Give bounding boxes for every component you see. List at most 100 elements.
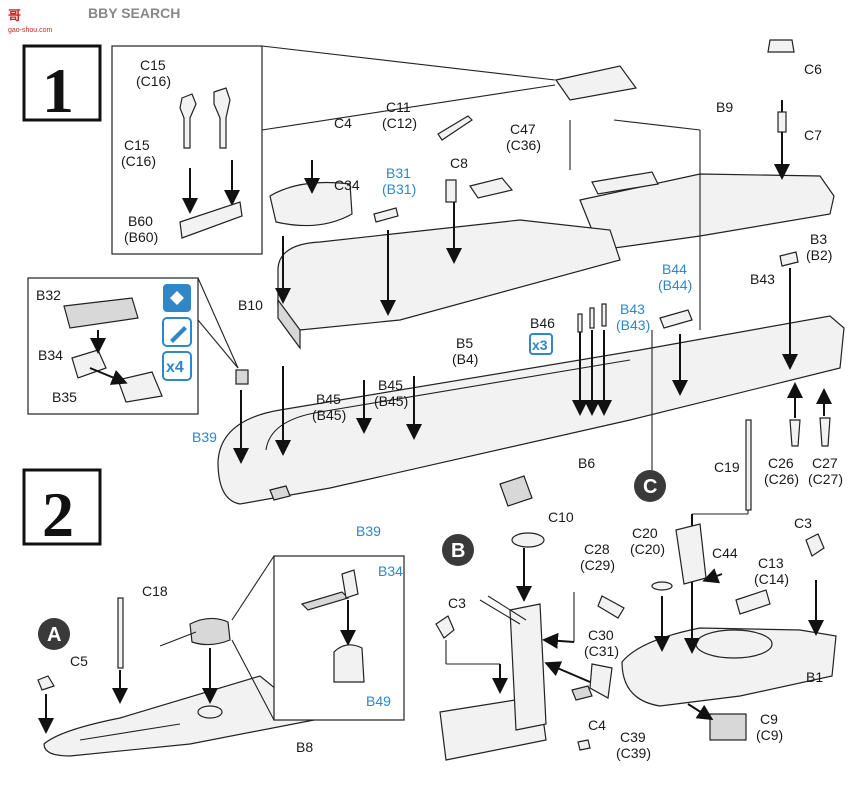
callout-a-letter: A — [47, 624, 61, 646]
label-b43-paren: (B43) — [616, 317, 650, 333]
bridge-top — [554, 65, 638, 101]
label-c34: C34 — [334, 177, 360, 193]
label-c27: C27 — [812, 455, 838, 471]
part-c28 — [597, 595, 625, 619]
label-c9-paren: (C9) — [756, 727, 783, 743]
label-c39: C39 — [620, 729, 646, 745]
watermark-brand: BBY SEARCH — [88, 5, 180, 21]
label-b45: B45 — [316, 391, 341, 407]
label-c8: C8 — [450, 155, 468, 171]
part-c26 — [789, 419, 801, 447]
label-b49: B49 — [366, 693, 391, 709]
label-c15: C15 — [140, 57, 166, 73]
step1-labels: C4 C34 C11 (C12) B31 (B31) C8 C47 (C36) … — [192, 61, 843, 539]
label-c18: C18 — [142, 583, 168, 599]
label-b5: B5 — [456, 335, 473, 351]
label-c26-paren: (C26) — [764, 471, 799, 487]
label-b43: B43 — [750, 271, 775, 287]
part-b49 — [333, 644, 365, 683]
label-b2: (B2) — [806, 247, 832, 263]
callout-b: B — [442, 534, 474, 566]
label-c20: C20 — [632, 525, 658, 541]
inset-parts-b32: B32 B34 B35 x4 — [27, 277, 239, 415]
label-c4: C4 — [334, 115, 352, 131]
inset-bridge-rails: C15 (C16) C15 (C16) B60 (B60) — [111, 45, 556, 255]
part-c13 — [735, 589, 771, 615]
watermark-logo: 哥 — [8, 8, 21, 24]
quantity-x4-badge — [162, 351, 192, 381]
part-c27 — [819, 417, 831, 447]
part-b9 — [579, 173, 835, 251]
watermark: 哥 BBY SEARCH gao-shou.com — [6, 4, 180, 34]
step-2-marker: 2 — [22, 468, 102, 550]
label-b4: (B4) — [452, 351, 478, 367]
label-b60: B60 — [128, 213, 153, 229]
part-c34 — [269, 181, 353, 227]
stern-assembly: C19 C20 (C20) C44 C13 (C14) C3 B1 C9 (C9… — [621, 419, 837, 743]
rail-c16-right — [213, 87, 231, 149]
part-c8 — [445, 179, 457, 203]
label-b39: B39 — [356, 523, 381, 539]
part-b35 — [117, 371, 163, 403]
watermark-url: gao-shou.com — [8, 27, 53, 34]
part-c39 — [577, 739, 591, 751]
paint-brush-icon — [162, 317, 192, 347]
label-b39: B39 — [192, 429, 217, 445]
part-c19 — [745, 419, 752, 511]
label-b3: B3 — [810, 231, 827, 247]
label-c47: C47 — [510, 121, 536, 137]
part-c10 — [511, 532, 545, 548]
label-b34: B34 — [378, 563, 403, 579]
label-c28: C28 — [584, 541, 610, 557]
label-b10: B10 — [238, 297, 263, 313]
part-c11 — [437, 115, 473, 141]
label-b44-paren: (B44) — [658, 277, 692, 293]
label-c6: C6 — [804, 61, 822, 77]
part-c18 — [117, 597, 124, 669]
callout-c: C — [634, 470, 666, 502]
part-b6 — [217, 315, 845, 505]
part-c47 — [469, 177, 514, 199]
label-b45-paren: (B45) — [374, 393, 408, 409]
label-c9: C9 — [760, 711, 778, 727]
hull-assembly-step1 — [217, 39, 845, 505]
label-b9: B9 — [716, 99, 733, 115]
quantity-x4-text: x4 — [166, 359, 184, 376]
inset-gun-turret — [273, 555, 405, 721]
label-b45-paren: (B45) — [312, 407, 346, 423]
label-b60-paren: (B60) — [124, 229, 158, 245]
label-c5: C5 — [70, 653, 88, 669]
label-b43: B43 — [620, 301, 645, 317]
part-c5 — [37, 675, 55, 691]
label-c16: (C16) — [121, 153, 156, 169]
part-b39 — [235, 369, 249, 385]
quantity-x3-text: x3 — [532, 337, 548, 353]
label-c7: C7 — [804, 127, 822, 143]
label-b45: B45 — [378, 377, 403, 393]
crane-tower — [509, 603, 547, 731]
label-c14: (C14) — [754, 571, 789, 587]
label-b8: B8 — [296, 739, 313, 755]
label-c27-paren: (C27) — [808, 471, 843, 487]
label-c29: (C29) — [580, 557, 615, 573]
label-c20-paren: (C20) — [630, 541, 665, 557]
part-c9 — [709, 713, 747, 741]
step-2-number: 2 — [42, 479, 74, 550]
part-b31 — [373, 207, 399, 223]
label-c44: C44 — [712, 545, 738, 561]
label-c36: (C36) — [506, 137, 541, 153]
callout-a: A — [38, 618, 70, 650]
part-b8 — [43, 675, 316, 757]
part-c3-right — [805, 533, 825, 557]
label-b31-paren: (B31) — [382, 181, 416, 197]
label-c3: C3 — [448, 595, 466, 611]
label-b6: B6 — [578, 455, 595, 471]
label-b31: B31 — [386, 165, 411, 181]
turret — [189, 617, 231, 646]
part-c20 — [651, 581, 673, 591]
part-b60 — [179, 201, 243, 239]
part-b1 — [621, 627, 837, 707]
part-c10-gun — [499, 475, 533, 507]
part-c3-left — [435, 615, 455, 639]
part-b32 — [63, 297, 139, 329]
